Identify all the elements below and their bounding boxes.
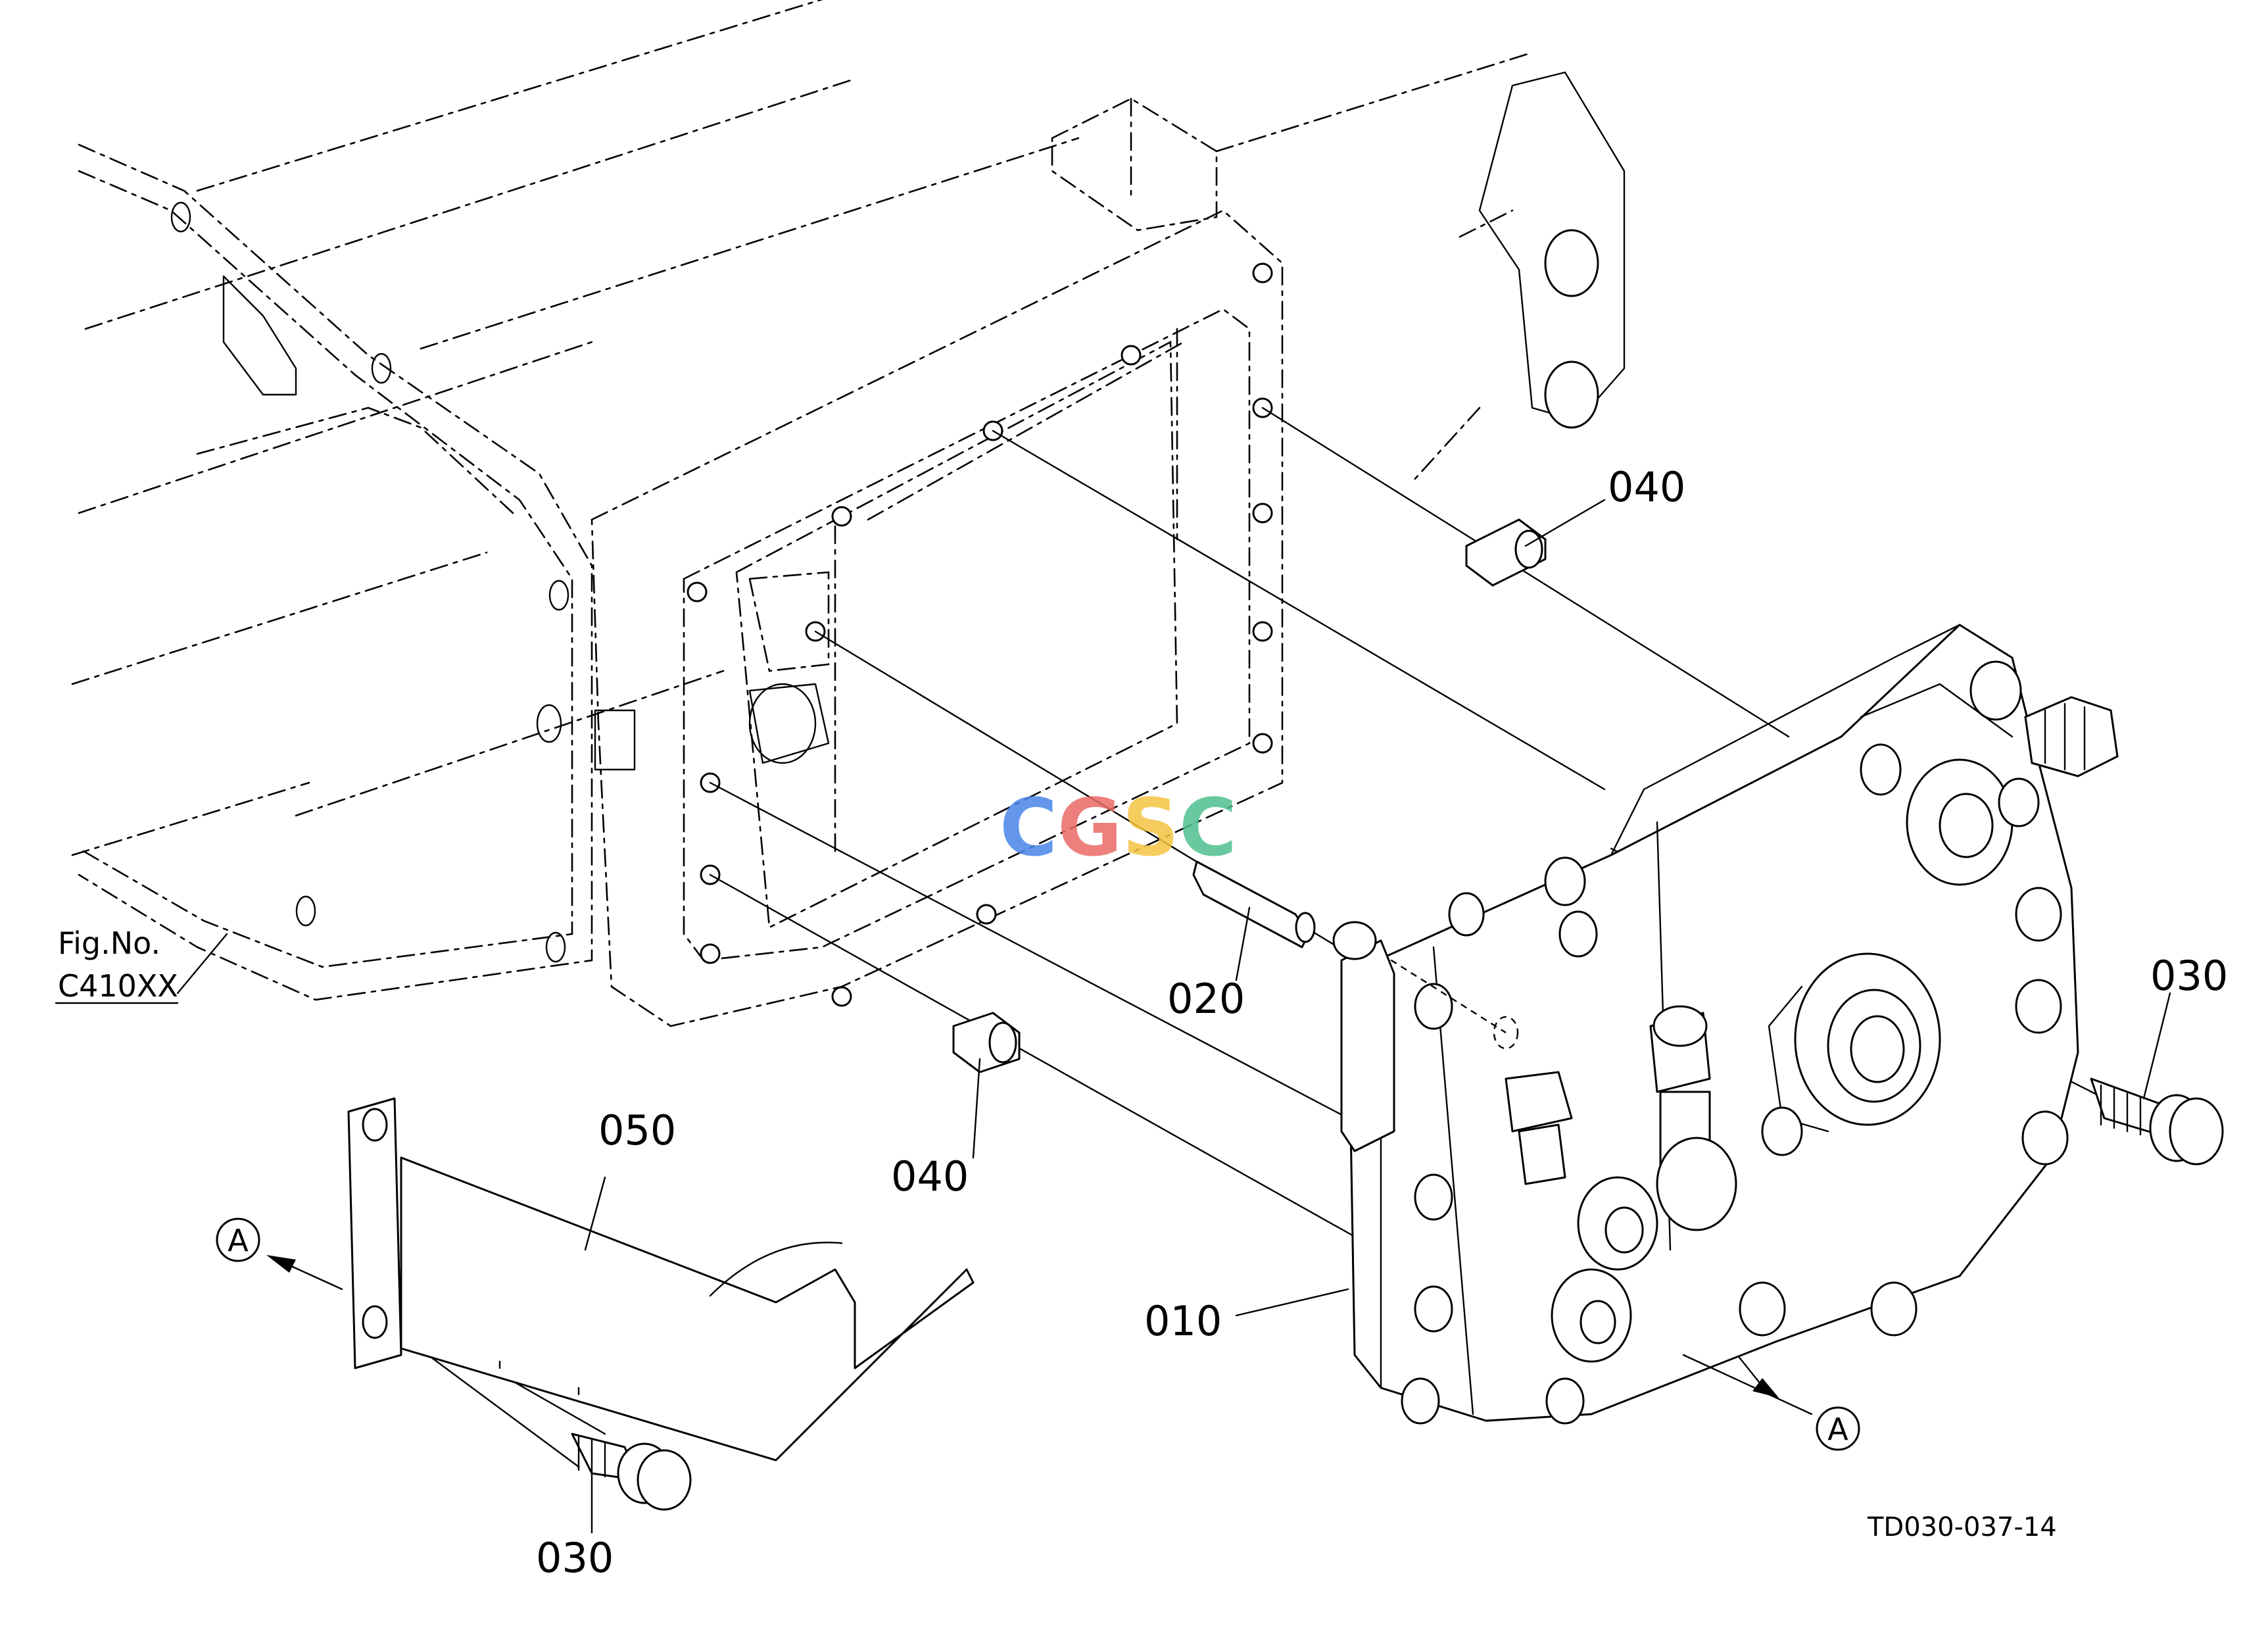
part-030-right-plug <box>2090 1077 2224 1166</box>
part-labels: 040 020 040 030 050 010 030 <box>536 463 2228 1582</box>
label-030-right: 030 <box>2150 952 2228 1000</box>
watermark-letter: C <box>1000 783 1057 874</box>
view-marker-left-label: A <box>228 1223 249 1258</box>
view-marker-left: A <box>216 1217 343 1291</box>
view-marker-right: A <box>1682 1354 1860 1451</box>
part-050-cover-plate <box>347 1097 975 1462</box>
part-020-pin <box>1192 860 1316 948</box>
label-leaders <box>176 499 2171 1534</box>
part-030-left-plug <box>571 1433 692 1511</box>
drawing-code: TD030-037-14 <box>1867 1512 2057 1542</box>
part-040-upper-dowel <box>1465 518 1547 587</box>
watermark-letter: C <box>1179 783 1237 874</box>
view-marker-right-label: A <box>1827 1412 1848 1447</box>
part-040-lower-dowel <box>952 1012 1021 1073</box>
watermark-logo: CGSC <box>1000 783 1237 874</box>
fig-ref-line2: C410XX <box>58 968 178 1004</box>
label-050: 050 <box>598 1106 676 1154</box>
label-010: 010 <box>1144 1297 1222 1345</box>
fig-ref-line1: Fig.No. <box>58 925 160 961</box>
figure-reference: Fig.No. C410XX <box>55 925 179 1004</box>
label-040-lower: 040 <box>891 1152 969 1200</box>
watermark: CGSC <box>1000 783 1237 874</box>
label-030-left: 030 <box>536 1534 614 1582</box>
label-040-upper: 040 <box>1608 463 1685 511</box>
transmission-housing-outline <box>71 0 1626 1027</box>
label-020: 020 <box>1167 975 1245 1023</box>
watermark-letter: S <box>1122 783 1179 874</box>
watermark-letter: G <box>1057 783 1122 874</box>
part-010-valve-assembly <box>1332 624 2119 1425</box>
